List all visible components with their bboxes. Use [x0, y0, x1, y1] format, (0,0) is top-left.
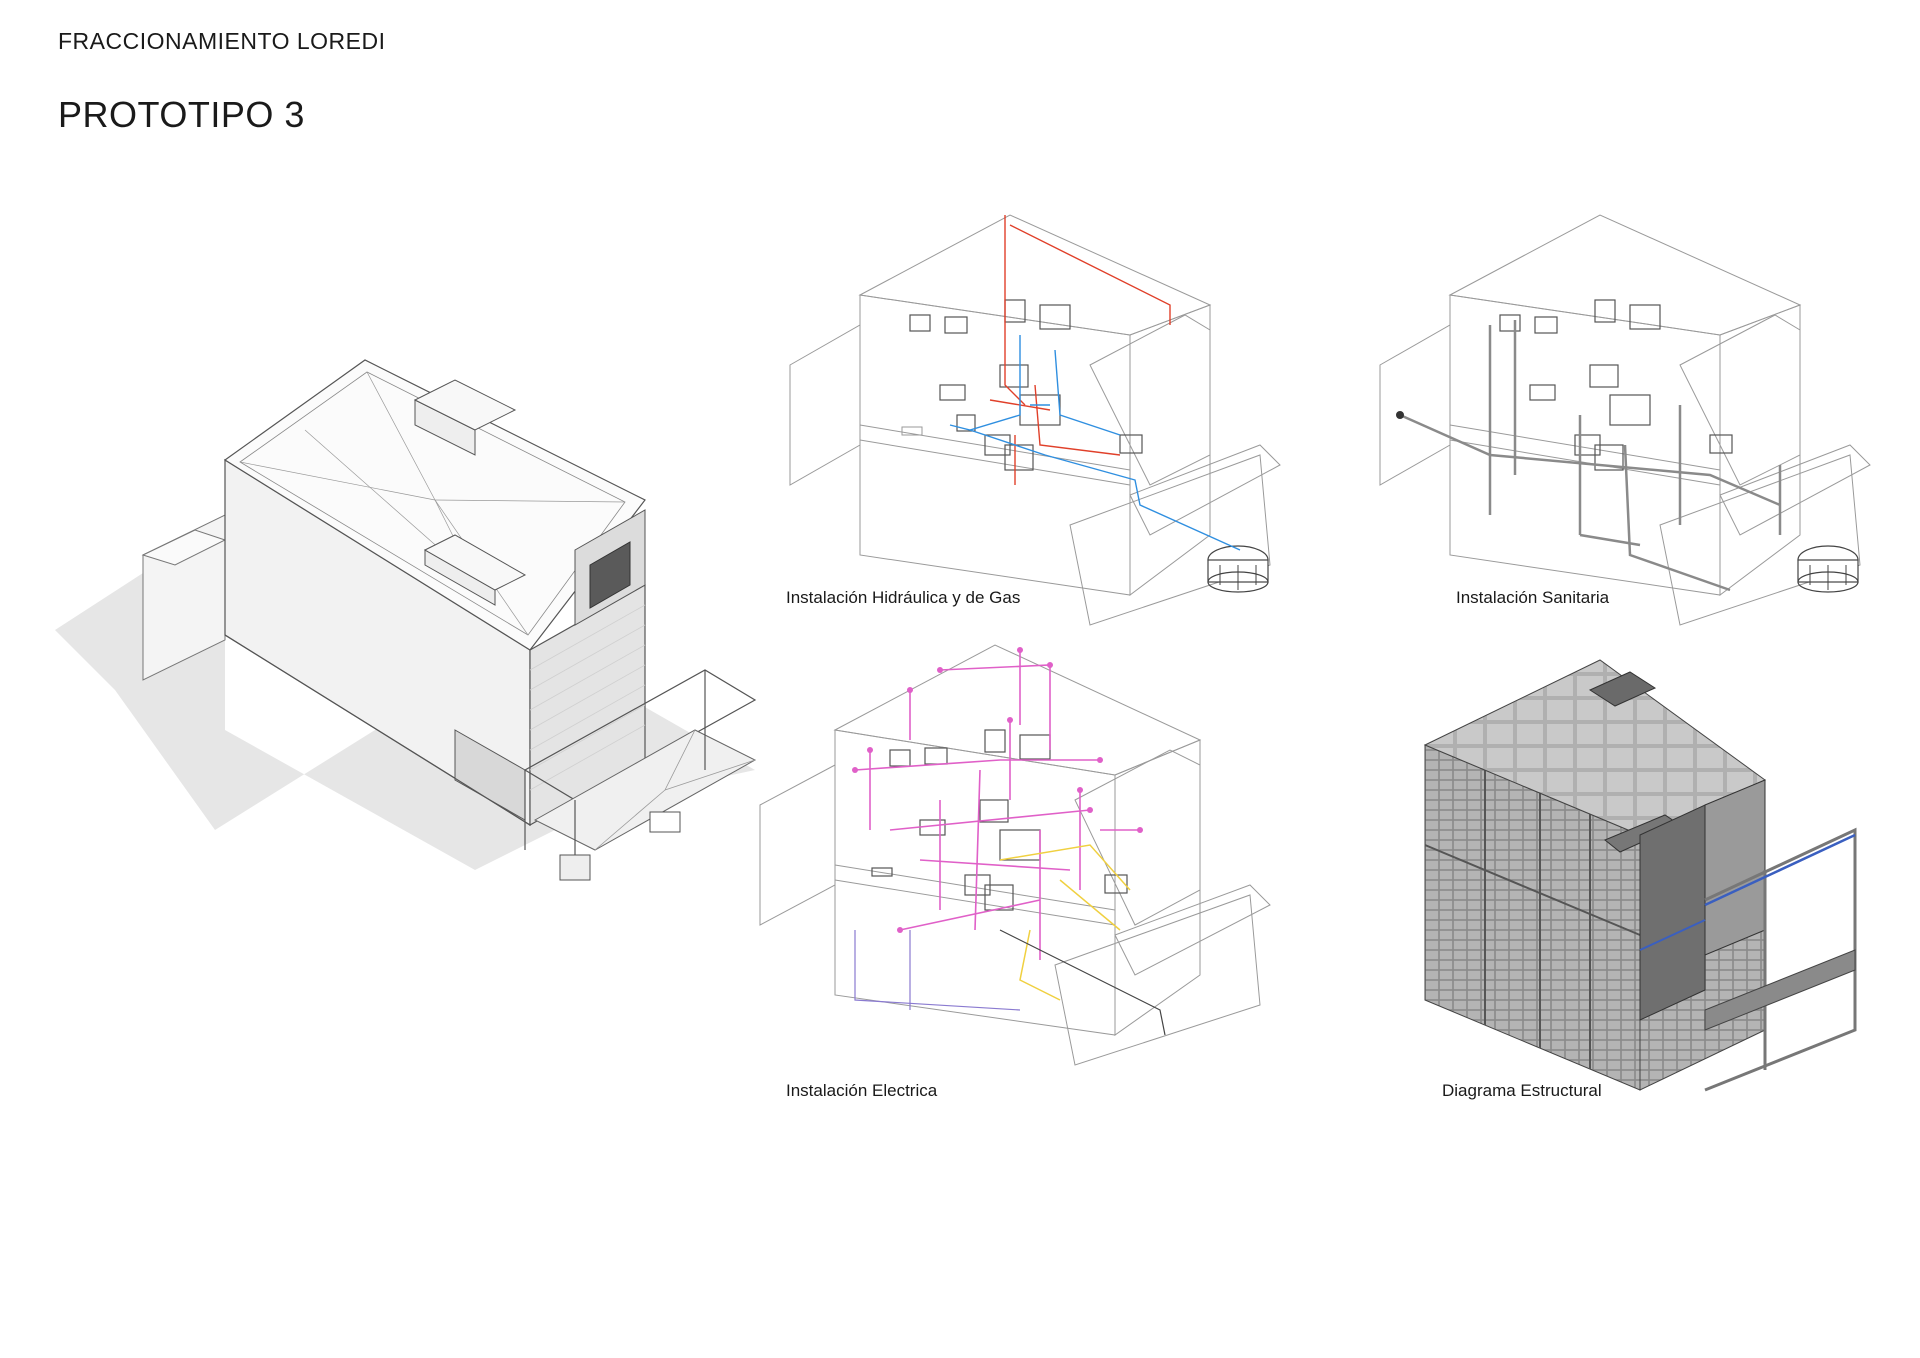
sanitaria-tank-icon [1797, 545, 1859, 593]
electrica-drawing [759, 644, 1271, 1066]
caption-hidraulica: Instalación Hidráulica y de Gas [786, 588, 1021, 607]
sanitaria-drawing [1379, 214, 1871, 626]
prototype-title: PROTOTIPO 3 [58, 94, 305, 135]
isometric-carport [523, 669, 757, 801]
isometric-house-drawing [55, 359, 757, 881]
cold-water-lines [949, 335, 1241, 551]
drain-lines [1399, 320, 1782, 592]
water-tank-icon [1207, 545, 1269, 593]
caption-electrica: Instalación Electrica [786, 1081, 938, 1100]
hidraulica-drawing [789, 214, 1281, 626]
caption-estructural: Diagrama Estructural [1442, 1081, 1602, 1100]
estructural-drawing [1423, 659, 1857, 1092]
caption-sanitaria: Instalación Sanitaria [1456, 588, 1610, 607]
project-name: FRACCIONAMIENTO LOREDI [58, 28, 386, 54]
steel-beam [1704, 833, 1856, 907]
lighting-lines [999, 844, 1131, 1001]
isometric-roof [223, 359, 646, 651]
